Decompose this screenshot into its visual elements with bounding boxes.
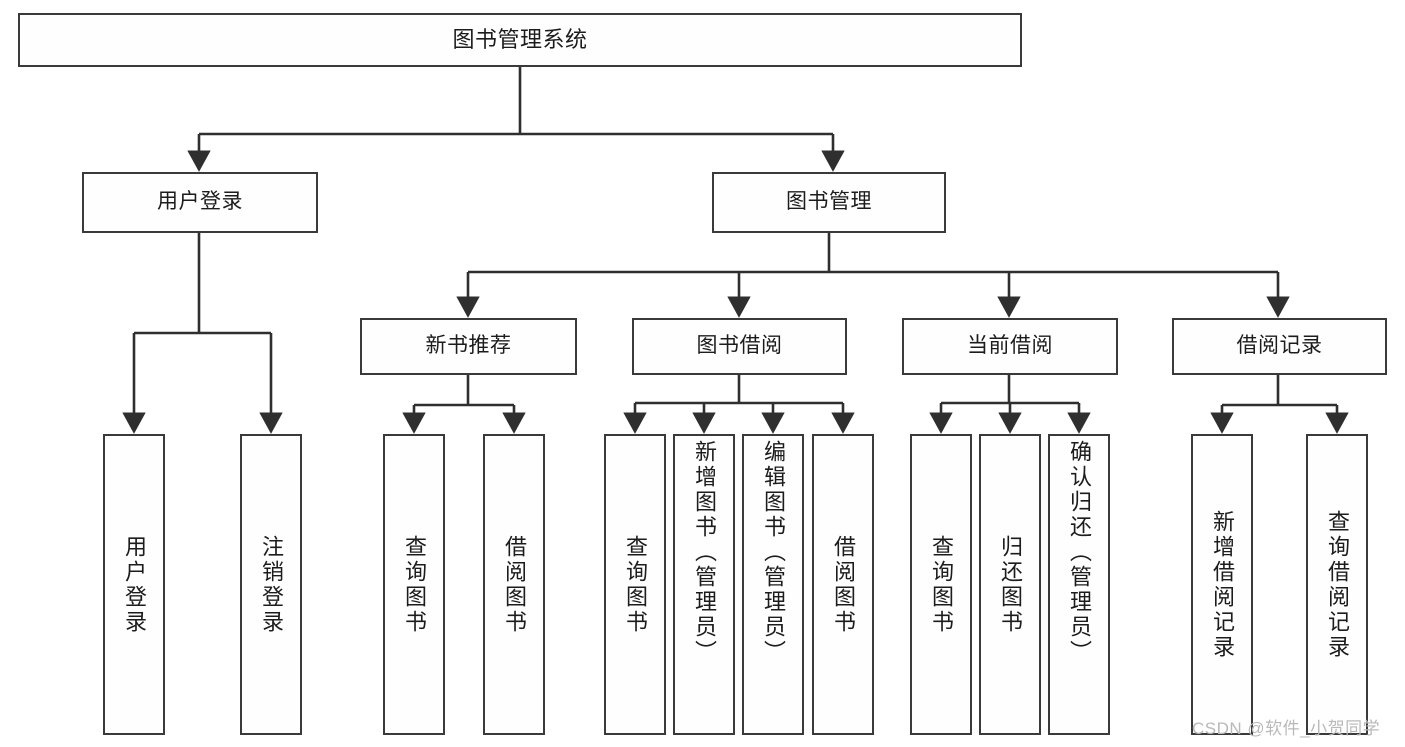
leaf-current-confirm-return-admin[interactable]: 确认归还（管理员） — [1048, 434, 1110, 735]
node-label: 查询借阅记录 — [1325, 509, 1350, 660]
node-root-system[interactable]: 图书管理系统 — [18, 13, 1022, 67]
leaf-borrow-borrow-book[interactable]: 借阅图书 — [812, 434, 874, 735]
leaf-user-login-logout[interactable]: 注销登录 — [240, 434, 302, 735]
leaf-user-login-login[interactable]: 用户登录 — [103, 434, 165, 735]
csdn-watermark: CSDN @软件_小贺同学 — [1192, 719, 1381, 738]
node-label: 查询图书 — [402, 534, 427, 635]
leaf-record-add-record[interactable]: 新增借阅记录 — [1191, 434, 1253, 735]
leaf-new-book-query[interactable]: 查询图书 — [383, 434, 445, 735]
node-label: 图书管理 — [786, 190, 872, 214]
node-label: 注销登录 — [259, 534, 284, 635]
node-label: 当前借阅 — [967, 334, 1053, 358]
leaf-borrow-add-book-admin[interactable]: 新增图书（管理员） — [673, 434, 735, 735]
leaf-borrow-query-book[interactable]: 查询图书 — [604, 434, 666, 735]
leaf-record-query-record[interactable]: 查询借阅记录 — [1306, 434, 1368, 735]
node-label: 图书借阅 — [696, 334, 783, 358]
node-label: 归还图书 — [998, 534, 1023, 635]
node-current-borrowing[interactable]: 当前借阅 — [902, 318, 1118, 375]
node-label: 借阅图书 — [831, 534, 856, 635]
leaf-new-book-borrow[interactable]: 借阅图书 — [483, 434, 545, 735]
node-label: 借阅图书 — [502, 534, 527, 635]
node-borrowing-record[interactable]: 借阅记录 — [1172, 318, 1387, 375]
node-label: 查询图书 — [929, 534, 954, 635]
node-label: 新书推荐 — [425, 334, 512, 358]
node-book-management[interactable]: 图书管理 — [712, 172, 946, 233]
node-label: 图书管理系统 — [452, 27, 588, 53]
node-label: 新增借阅记录 — [1210, 509, 1235, 660]
leaf-borrow-edit-book-admin[interactable]: 编辑图书（管理员） — [742, 434, 804, 735]
leaf-current-return-book[interactable]: 归还图书 — [979, 434, 1041, 735]
node-label: 借阅记录 — [1236, 334, 1323, 358]
node-label: 用户登录 — [157, 190, 243, 214]
node-label: 用户登录 — [122, 534, 147, 635]
node-user-login[interactable]: 用户登录 — [82, 172, 318, 233]
node-label: 查询图书 — [623, 534, 648, 635]
node-label: 确认归还（管理员） — [1067, 440, 1092, 665]
node-new-book-recommendation[interactable]: 新书推荐 — [360, 318, 577, 375]
node-label: 新增图书（管理员） — [692, 440, 717, 665]
node-label: 编辑图书（管理员） — [761, 440, 786, 665]
node-book-borrowing[interactable]: 图书借阅 — [632, 318, 847, 375]
leaf-current-query-book[interactable]: 查询图书 — [910, 434, 972, 735]
